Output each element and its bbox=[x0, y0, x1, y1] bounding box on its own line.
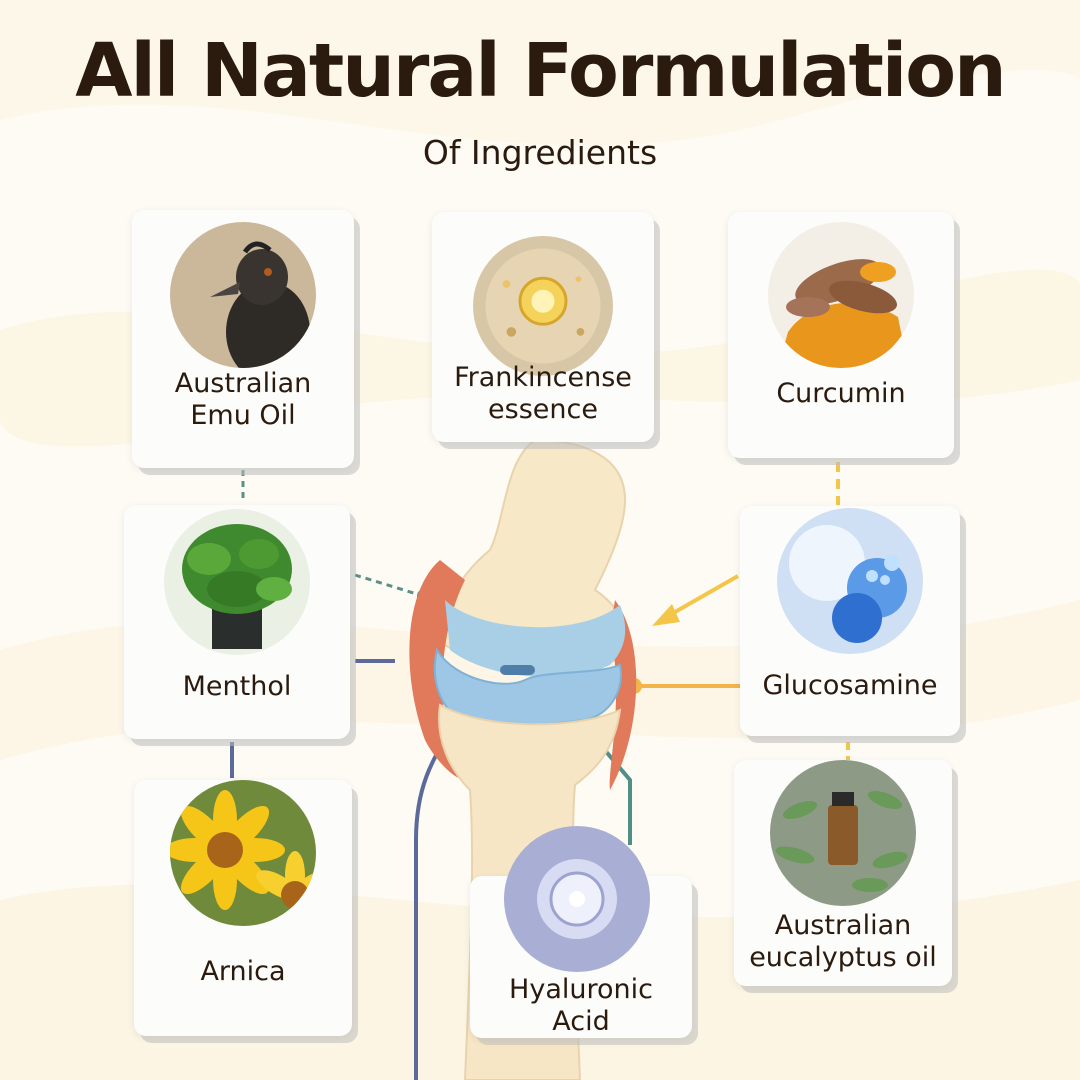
hyaluronic-label-line1: Hyaluronic bbox=[509, 974, 653, 1005]
emu-oil-label-line1: Australian bbox=[174, 368, 312, 399]
page-title: All Natural Formulation bbox=[75, 28, 1006, 114]
ingredient-card-eucalyptus-oil: Australian eucalyptus oil bbox=[734, 760, 952, 986]
ingredient-card-emu-oil: Australian Emu Oil bbox=[132, 210, 354, 468]
ingredient-card-arnica: Arnica bbox=[134, 780, 352, 1036]
hyaluronic-label-line2: Acid bbox=[552, 1006, 610, 1037]
menthol-label: Menthol bbox=[182, 671, 292, 702]
frankincense-label-line1: Frankincense bbox=[454, 362, 632, 393]
emu-photo bbox=[170, 222, 316, 368]
ingredient-card-glucosamine: Glucosamine bbox=[740, 506, 960, 736]
eucalyptus-oil-photo bbox=[770, 760, 916, 906]
turmeric-photo bbox=[768, 222, 914, 368]
arnica-label: Arnica bbox=[200, 956, 286, 987]
arnica-flower-photo bbox=[170, 780, 316, 926]
glucosamine-label: Glucosamine bbox=[762, 670, 938, 701]
emu-oil-label-line2: Emu Oil bbox=[190, 400, 296, 431]
eucalyptus-label-line2: eucalyptus oil bbox=[749, 942, 937, 973]
frankincense-photo bbox=[473, 236, 613, 376]
hyaluronic-acid-photo bbox=[504, 826, 650, 972]
ingredient-card-frankincense: Frankincense essence bbox=[432, 212, 654, 442]
eucalyptus-label-line1: Australian bbox=[774, 910, 912, 941]
glucosamine-photo bbox=[777, 508, 923, 654]
frankincense-label-line2: essence bbox=[488, 394, 598, 425]
ingredient-card-curcumin: Curcumin bbox=[728, 212, 954, 458]
curcumin-label: Curcumin bbox=[776, 378, 906, 409]
ingredient-card-menthol: Menthol bbox=[124, 505, 350, 739]
page-subtitle: Of Ingredients bbox=[422, 133, 658, 172]
mint-plant-photo bbox=[164, 509, 310, 655]
